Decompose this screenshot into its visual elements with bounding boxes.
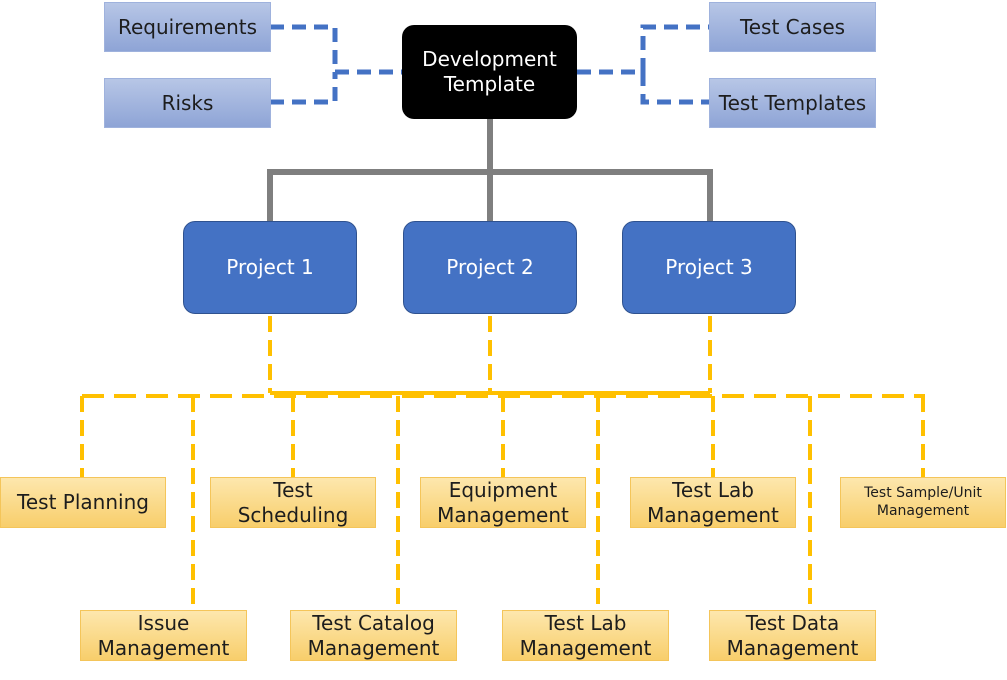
project-3-label: Project 3	[665, 255, 753, 279]
test-templates-box: Test Templates	[709, 78, 876, 128]
test-catalog-management-label: Test Catalog Management	[307, 610, 440, 660]
test-cases-box: Test Cases	[709, 2, 876, 52]
test-data-management-label: Test Data Management	[726, 610, 859, 660]
equipment-management-label: Equipment Management	[437, 477, 569, 527]
project-1-box: Project 1	[183, 221, 357, 314]
test-lab-management-bottom-label: Test Lab Management	[519, 610, 652, 660]
test-scheduling-label: Test Scheduling	[237, 477, 349, 527]
test-planning-box: Test Planning	[0, 477, 166, 528]
left-blue-connectors	[270, 24, 403, 105]
project-3-box: Project 3	[622, 221, 796, 314]
test-sample-unit-management-label: Test Sample/Unit Management	[864, 485, 982, 519]
requirements-box: Requirements	[104, 2, 271, 52]
risks-box: Risks	[104, 78, 271, 128]
issue-management-label: Issue Management	[97, 610, 230, 660]
test-lab-management-top-box: Test Lab Management	[630, 477, 796, 528]
test-templates-label: Test Templates	[718, 90, 867, 115]
test-lab-management-bottom-box: Test Lab Management	[502, 610, 669, 661]
issue-management-box: Issue Management	[80, 610, 247, 661]
equipment-management-box: Equipment Management	[420, 477, 586, 528]
test-lab-management-top-label: Test Lab Management	[647, 477, 779, 527]
requirements-label: Requirements	[117, 14, 258, 39]
test-sample-unit-management-box: Test Sample/Unit Management	[840, 477, 1006, 528]
project-2-box: Project 2	[403, 221, 577, 314]
gold-drop-lines	[80, 396, 925, 610]
test-catalog-management-box: Test Catalog Management	[290, 610, 457, 661]
project-1-label: Project 1	[226, 255, 314, 279]
test-scheduling-box: Test Scheduling	[210, 477, 376, 528]
right-blue-connectors	[577, 24, 709, 105]
project-gold-stems	[268, 316, 712, 393]
test-cases-label: Test Cases	[739, 14, 846, 39]
test-planning-label: Test Planning	[17, 490, 149, 514]
gray-tree-connectors	[267, 118, 713, 222]
test-data-management-box: Test Data Management	[709, 610, 876, 661]
project-2-label: Project 2	[446, 255, 534, 279]
development-template-label: Development Template	[422, 47, 557, 96]
risks-label: Risks	[161, 90, 214, 115]
development-template-box: Development Template	[402, 25, 577, 119]
